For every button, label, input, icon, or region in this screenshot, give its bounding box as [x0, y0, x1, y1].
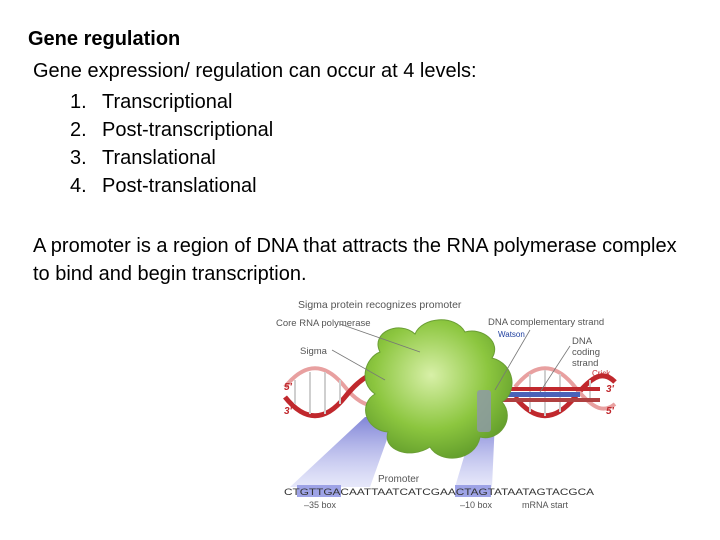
sigma-clamp	[477, 390, 491, 432]
crick-label: Crick	[592, 369, 611, 378]
box35-highlight	[297, 485, 341, 497]
coding-label-3: strand	[572, 358, 598, 369]
end-3-right: 3'	[606, 384, 615, 395]
slide-title: Gene regulation	[28, 28, 181, 50]
box10-label: –10 box	[460, 500, 493, 510]
level-item: 3. Translational	[70, 144, 273, 172]
level-label: Post-transcriptional	[102, 119, 274, 141]
sigma-label: Sigma	[300, 346, 328, 357]
box10-highlight	[455, 485, 491, 497]
core-polymerase-label: Core RNA polymerase	[276, 318, 371, 329]
promoter-sequence: CTGTTGACAATTAATCATCGAACTAGTATAATAGTACGCA	[284, 487, 594, 497]
promoter-label: Promoter	[378, 474, 420, 485]
helix-strand-right-back	[513, 366, 617, 411]
coding-label-2: coding	[572, 347, 600, 358]
level-item: 4. Post-translational	[70, 172, 273, 200]
promoter-diagram: Sigma protein recognizes promoter Core R…	[276, 299, 617, 510]
level-number: 1.	[70, 91, 87, 113]
beam-35	[290, 417, 395, 487]
promoter-paragraph: A promoter is a region of DNA that attra…	[33, 235, 677, 285]
end-5-right: 5'	[606, 406, 615, 417]
end-5-left: 5'	[284, 382, 293, 393]
box35-label: –35 box	[304, 500, 337, 510]
rna-polymerase-blob	[364, 319, 513, 459]
level-number: 4.	[70, 175, 87, 197]
level-label: Transcriptional	[102, 91, 233, 113]
level-item: 2. Post-transcriptional	[70, 116, 273, 144]
leader-lines	[331, 323, 571, 393]
complementary-strand-label: DNA complementary strand	[488, 317, 604, 328]
level-item: 1. Transcriptional	[70, 88, 273, 116]
level-number: 2.	[70, 119, 87, 141]
coding-label-1: DNA	[572, 336, 593, 347]
level-label: Translational	[102, 147, 216, 169]
mrna-start-label: mRNA start	[522, 500, 569, 510]
level-label: Post-translational	[102, 175, 257, 197]
intro-text: Gene expression/ regulation can occur at…	[33, 60, 477, 82]
level-number: 3.	[70, 147, 87, 169]
end-3-left: 3'	[284, 406, 293, 417]
levels-list: 1. Transcriptional 2. Post-transcriptional…	[70, 88, 273, 200]
watson-label: Watson	[498, 330, 525, 339]
figure-caption: Sigma protein recognizes promoter	[298, 299, 462, 311]
